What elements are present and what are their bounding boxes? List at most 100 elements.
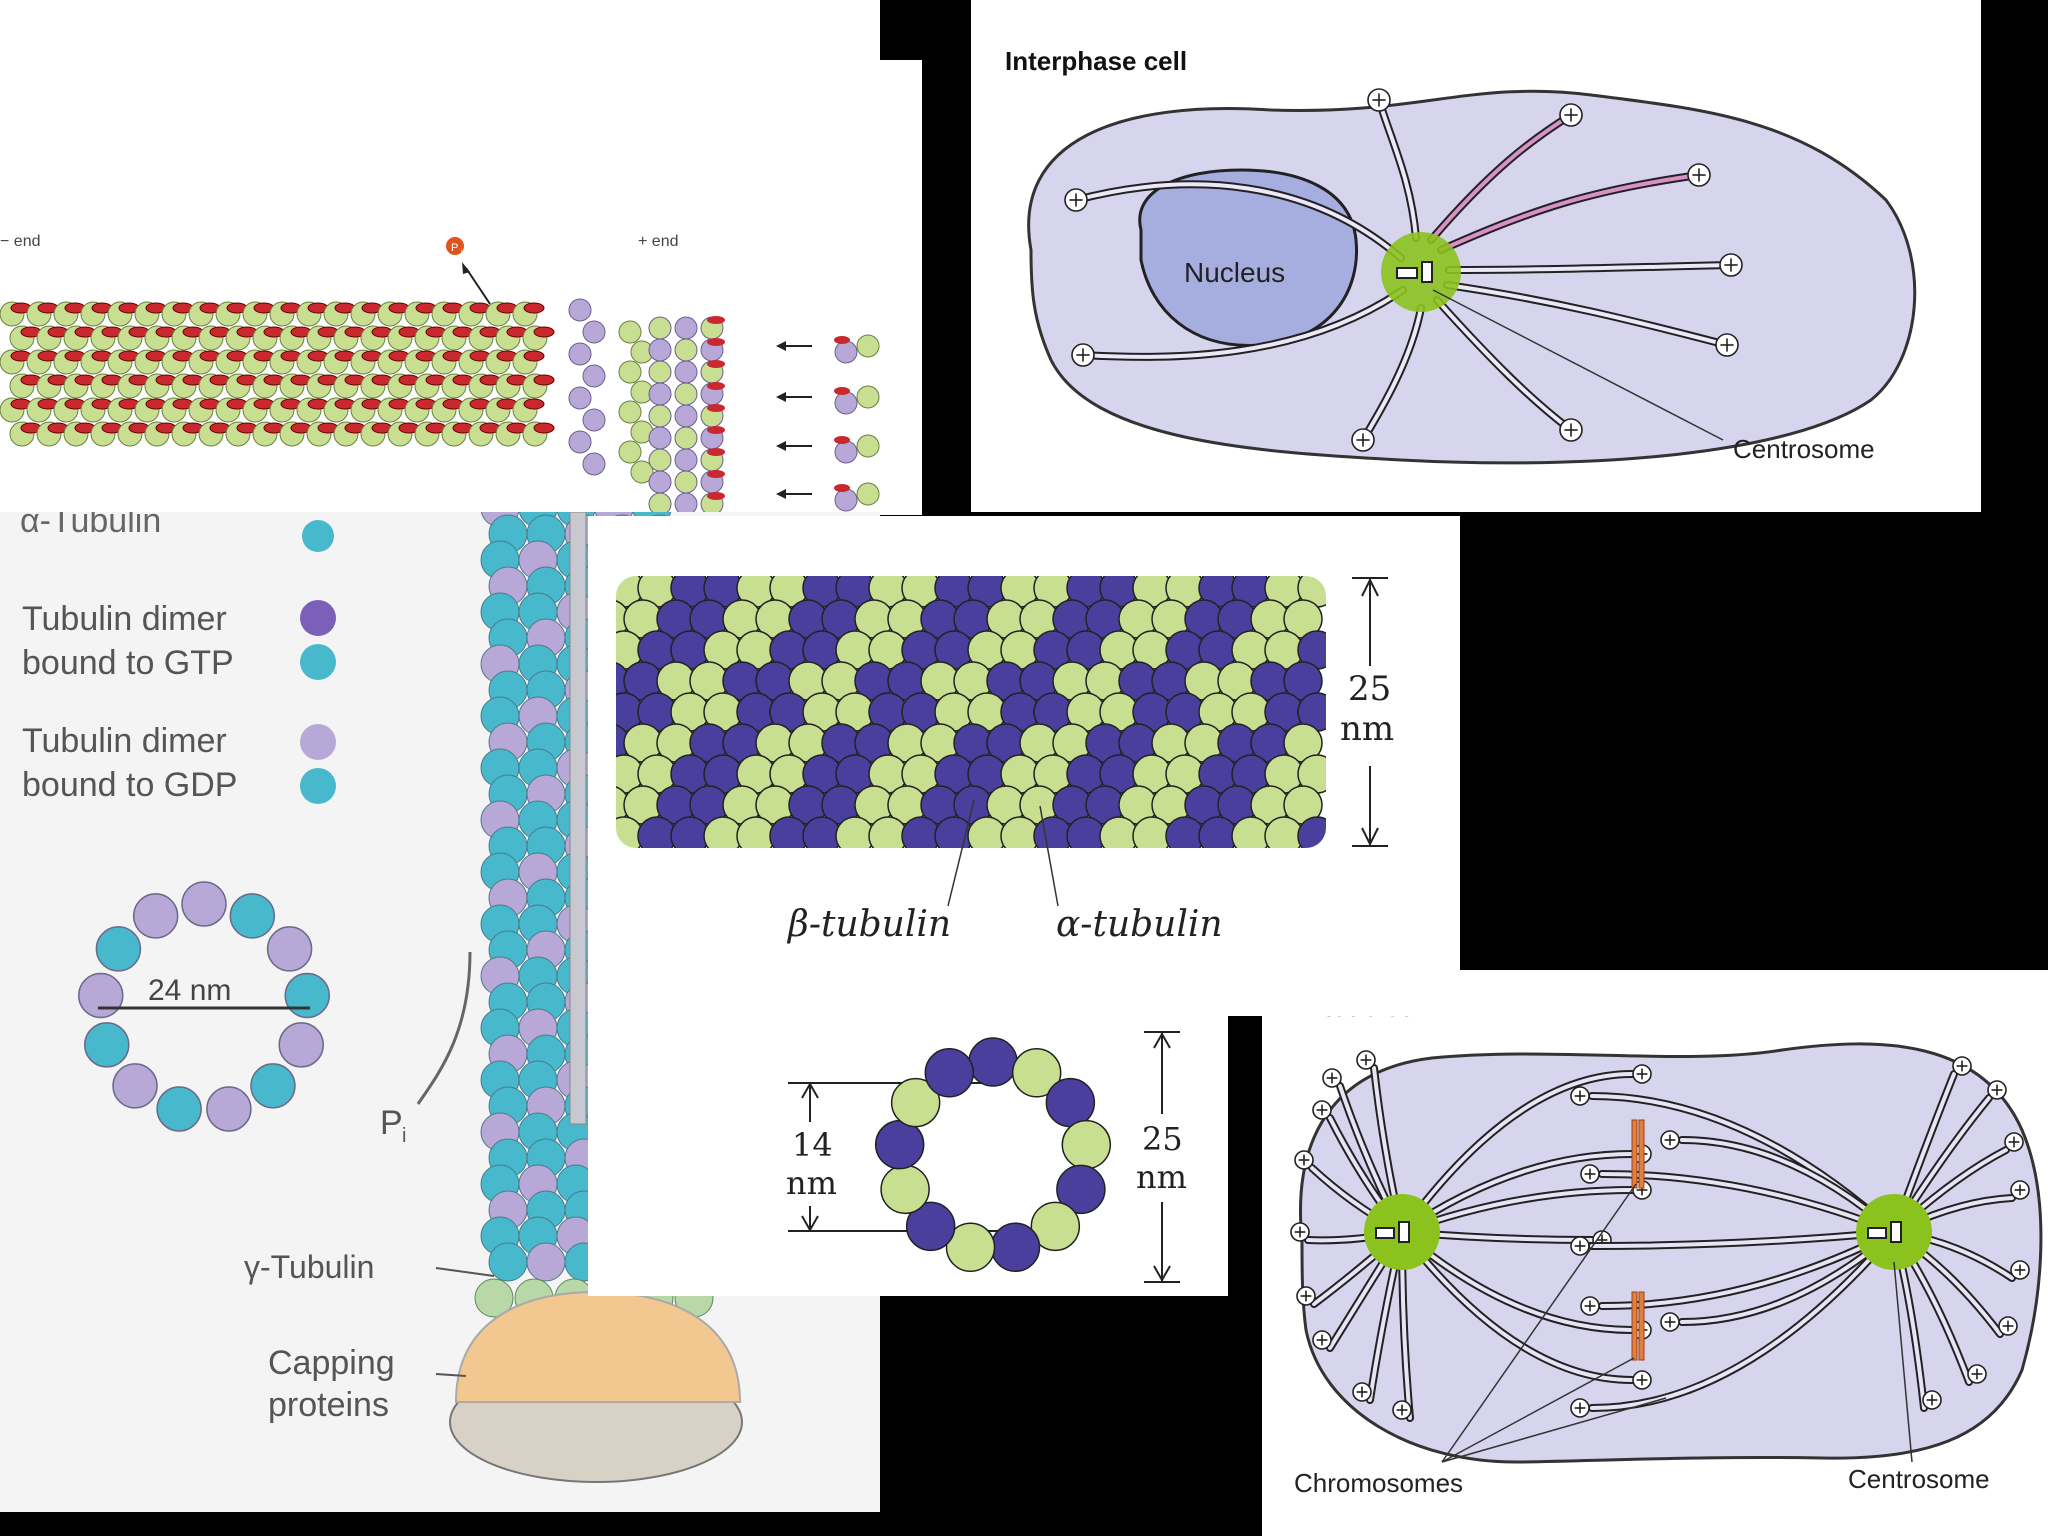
ring-bead: [229, 893, 276, 939]
tubulin-bead: [648, 470, 672, 494]
centriole-icon: [1398, 1221, 1410, 1243]
tubulin-bead: [618, 360, 642, 384]
ring-bead: [156, 1086, 202, 1132]
chromosome: [1631, 1291, 1638, 1361]
pi-subscript: i: [402, 1125, 406, 1147]
gtp-cap: [707, 426, 725, 434]
tubulin-ring: [78, 881, 330, 1132]
arrowhead-up-icon: [1361, 577, 1379, 597]
mitotic-panel: Mitotic cell Chromosomes Centrosome: [1262, 970, 2048, 1536]
pi-label: P: [380, 1104, 403, 1142]
chromosome-leader: [1441, 1397, 1667, 1463]
tubulin-bead: [618, 440, 642, 464]
beta-leader: [947, 799, 975, 907]
centrosome-leader: [1893, 1261, 1913, 1463]
tubulin-bead: [648, 492, 672, 515]
tubulin-bead: [582, 452, 606, 476]
tube-bead: [1297, 816, 1326, 848]
panel-edge-shadow: [569, 512, 587, 1125]
microtubule: [1377, 98, 1418, 240]
microtubule: [1400, 1230, 1634, 1382]
protofilament-bead: [1056, 1164, 1106, 1215]
centriole-icon: [1867, 1227, 1887, 1239]
tubulin-bead: [630, 460, 654, 484]
gdp-dimer-alpha-bead: [300, 768, 336, 804]
release-arrowhead: [462, 262, 470, 274]
gtp-cap: [707, 448, 725, 456]
protofilament-bead: [1011, 1048, 1062, 1098]
cross-section-diagram: 14 nm 25 nm: [784, 1031, 1194, 1283]
chromosome-leader: [1441, 1357, 1635, 1463]
protofilament-bead: [1030, 1201, 1081, 1252]
pi-release-arrow: [416, 951, 472, 1105]
free-dimers: [776, 334, 880, 512]
diameter-label-bg: [1340, 666, 1400, 766]
phosphate-label: P: [451, 242, 458, 254]
gtp-cap: [834, 387, 850, 395]
tubulin-bead: [674, 360, 698, 384]
free-dimer-bead: [834, 488, 858, 512]
ring-bead: [78, 972, 124, 1019]
chromosomes-label: Chromosomes: [1294, 1468, 1463, 1498]
ring-bead: [181, 881, 227, 927]
arrowhead-down-icon: [1153, 1265, 1171, 1283]
microtubule: [1445, 283, 1729, 347]
gtp-label-line1: Tubulin dimer: [22, 600, 227, 638]
interphase-title: Interphase cell: [1005, 46, 1187, 76]
microtubule-structure-panel: 25 nm β-tubulin α-tubulin: [588, 516, 1460, 1016]
centrosome-label: Centrosome: [1848, 1464, 1990, 1494]
release-arrow: [465, 267, 491, 305]
gtp-cap: [834, 436, 850, 444]
capping-label-line1: Capping: [268, 1344, 395, 1382]
gdp-label-line1: Tubulin dimer: [22, 722, 227, 760]
tubulin-bead: [674, 470, 698, 494]
alpha-leader: [1039, 805, 1059, 907]
tubulin-bead: [568, 386, 592, 410]
tubulin-bead: [582, 320, 606, 344]
alpha-tubulin-label-cut: α-Tubulin: [20, 512, 161, 540]
tubulin-bead: [674, 448, 698, 472]
microtubule: [1447, 263, 1733, 272]
ring-bead: [250, 1063, 296, 1109]
arrowhead-up-icon: [1153, 1031, 1171, 1049]
microtubule: [1435, 298, 1573, 432]
gamma-tubulin-bead: [474, 1278, 514, 1318]
arrowhead-left-icon: [776, 392, 786, 402]
phosphate-icon: [446, 237, 464, 255]
tubulin-bead: [618, 320, 642, 344]
alpha-tubulin-label: α-tubulin: [1056, 904, 1223, 945]
gtp-cap: [707, 470, 725, 478]
alpha-tubulin-bead: [302, 520, 334, 552]
tubulin-bead: [568, 430, 592, 454]
ring-bead: [95, 926, 142, 972]
gdp-label-line2: bound to GDP: [22, 766, 237, 804]
column-bead: [488, 1242, 528, 1282]
tubulin-lattice: [616, 576, 1326, 848]
tubulin-bead: [648, 448, 672, 472]
gtp-cap: [834, 484, 850, 492]
tubulin-bead: [568, 342, 592, 366]
tubulin-bead: [582, 408, 606, 432]
polymerization-panel: − end + end P i: [0, 60, 922, 515]
phosphate-subscript: i: [461, 249, 463, 256]
gtp-cap: [707, 360, 725, 368]
gtp-cap: [707, 492, 725, 500]
outer-diameter-unit: nm: [1136, 1158, 1187, 1196]
protofilament-bead: [905, 1201, 956, 1252]
arrowhead-left-icon: [776, 441, 786, 451]
microtubule-tube-diagram: 25 nm β-tubulin α-tubulin: [616, 576, 1400, 945]
free-dimer-bead: [856, 385, 880, 409]
tubulin-bead: [674, 382, 698, 406]
microtubule: [1590, 1230, 1896, 1410]
tubulin-bead: [674, 316, 698, 340]
ring-bead: [112, 1063, 158, 1109]
diameter-unit: nm: [1340, 709, 1394, 749]
protofilament-bead: [924, 1048, 975, 1098]
protofilament-bead: [1045, 1077, 1096, 1128]
gtp-cap: [533, 326, 555, 338]
free-dimer-bead: [834, 391, 858, 415]
gtp-cap: [707, 382, 725, 390]
microtubule: [1590, 1230, 1896, 1248]
capping-leader: [435, 1373, 467, 1377]
free-dimer-bead: [834, 340, 858, 364]
